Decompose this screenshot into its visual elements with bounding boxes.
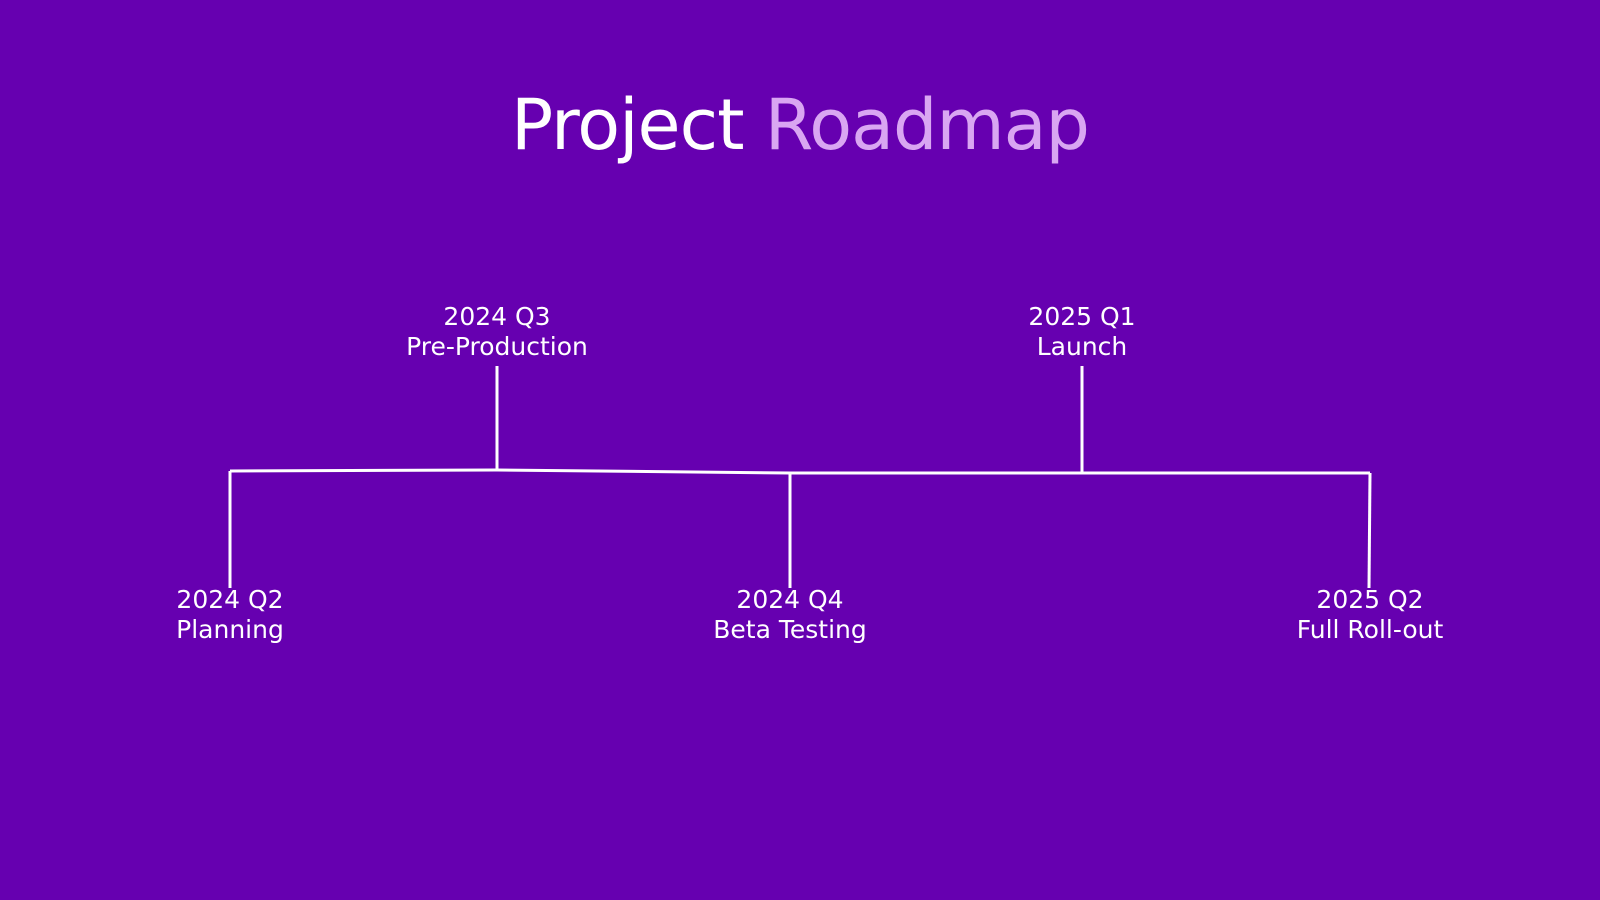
milestone-pre-production: 2024 Q3 Pre-Production bbox=[347, 302, 647, 362]
milestone-label: Planning bbox=[176, 615, 284, 644]
milestone-label: Full Roll-out bbox=[1296, 615, 1444, 644]
milestone-date: 2025 Q2 bbox=[1316, 585, 1424, 614]
connector-full-roll-out bbox=[1367, 472, 1372, 589]
milestone-label: Beta Testing bbox=[713, 615, 867, 644]
page-title: Project Roadmap bbox=[0, 80, 1600, 170]
milestone-label: Pre-Production bbox=[406, 332, 588, 361]
title-part-2: Roadmap bbox=[764, 84, 1090, 166]
title-part-1: Project bbox=[511, 84, 744, 166]
milestone-label: Launch bbox=[1036, 332, 1128, 361]
milestone-date: 2024 Q3 bbox=[443, 302, 551, 331]
milestone-full-roll-out: 2025 Q2 Full Roll-out bbox=[1220, 585, 1520, 645]
milestone-date: 2024 Q4 bbox=[736, 585, 844, 614]
milestone-launch: 2025 Q1 Launch bbox=[932, 302, 1232, 362]
timeline-axis bbox=[229, 468, 1370, 475]
milestone-date: 2025 Q1 bbox=[1028, 302, 1136, 331]
milestone-beta-testing: 2024 Q4 Beta Testing bbox=[640, 585, 940, 645]
milestone-planning: 2024 Q2 Planning bbox=[80, 585, 380, 645]
milestone-date: 2024 Q2 bbox=[176, 585, 284, 614]
